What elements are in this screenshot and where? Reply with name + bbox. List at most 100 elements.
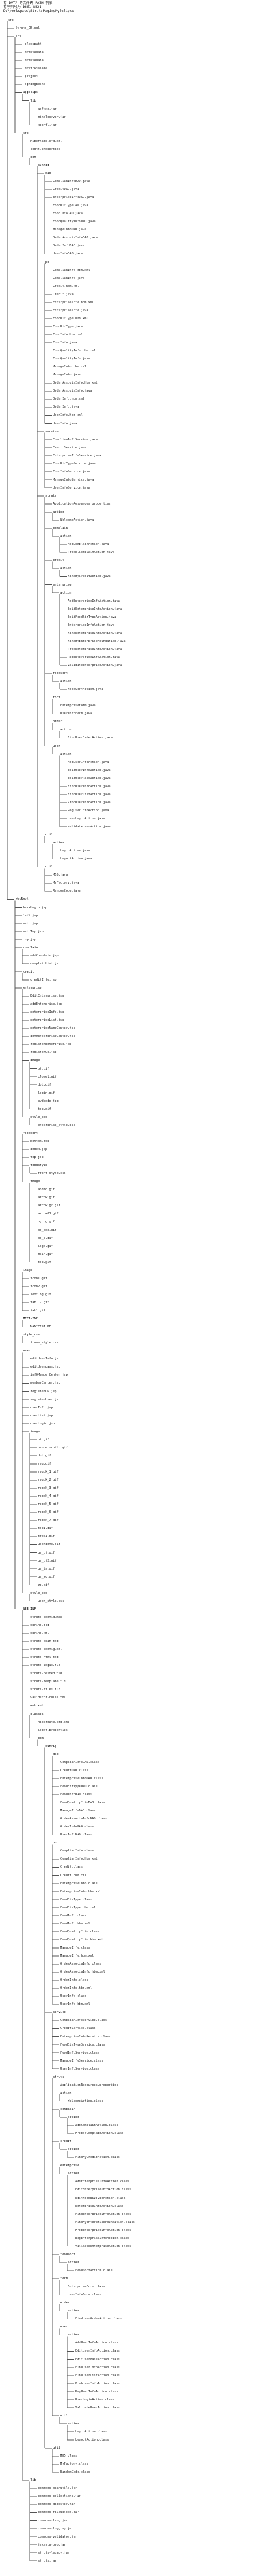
tree-file: AddUserInfoAction.class [75,2341,118,2345]
tree-folder: image [30,1059,40,1063]
tree-file: .springBeans [23,83,45,87]
tree-file: UserInfoForm.java [60,712,92,716]
tree-file: MD5.class [60,2454,78,2458]
tree-file: EnterpriseInfo.class [60,1881,98,1885]
tree-file: MD5.java [53,873,68,877]
tree-file: ComplianInfo.hbm.xml [53,268,90,272]
tree-file: ProbblComplainAction.class [75,2132,124,2136]
tree-file: bt.gif [38,1067,49,1071]
tree-file: enterpriseNameCenter.jsp [30,1026,75,1031]
tree-file: UserInfoService.java [53,486,90,490]
tree-file: us_zc.gif [38,1575,55,1579]
tree-connector-lines [7,21,74,2562]
tree-file: FindUserListAction.class [75,2373,120,2377]
tree-file: ManageInfo.hbm.xml [60,1954,94,1958]
tree-file: us_bj.gif [38,1551,55,1555]
tree-folder: foodsort [23,1131,38,1135]
tree-file: registerUser.jsp [30,1397,60,1401]
tree-file: ComplianInfoService.class [60,2019,107,2023]
tree-file: FoodQualityInfo.java [53,357,90,361]
tree-file: AddComplainAction.java [68,543,109,547]
tree-file: UserLoginAction.java [68,816,105,820]
tree-file: CreditService.class [60,2027,96,2031]
tree-file: spring.xml [30,1632,49,1636]
tree-file: FoodInfoDAO.class [60,1793,92,1797]
tree-file: struts-config.xml [30,1648,63,1652]
tree-file: UserInfoDAO.java [53,252,83,256]
tree-file: FindUserInfoAction.class [75,2365,120,2369]
tree-file: FoodBizType.hbm.xml [60,1905,96,1909]
tree-file: rag.gif [38,1462,51,1466]
tree-file: OrderInfo.class [60,1978,88,1982]
tree-file: OrderAssociaInfo.java [53,389,92,393]
tree-folder: util [45,833,53,837]
tree-file: EditEnterpriseInfoAction.java [68,607,122,611]
tree-folder: foodstyle [30,1164,48,1168]
tree-file: regbk_5.gif [38,1502,59,1506]
tree-folder: action [60,567,72,571]
tree-file: FoodInfoService.java [53,470,90,474]
tree-file: minglosrver.jar [38,115,66,119]
tree-file: EditUserInfoAction.java [68,768,111,772]
tree-folder: form [60,2277,68,2281]
tree-file: hibernate.cfg.xml [30,139,63,143]
tree-file: FindMyCreditAction.class [75,2156,120,2160]
tree-file: FoodInfoDAO.java [53,212,83,216]
tree-file: .mystrutsdata [23,67,48,71]
tree-file: userList.jsp [30,1413,53,1417]
tree-file: UserInfo.java [53,421,78,425]
tree-folder: action [60,752,72,756]
tree-file: .classpath [23,42,42,47]
tree-folder: po [53,1841,57,1845]
tree-folder: credit [23,970,34,974]
tree-folder: action [68,2309,79,2313]
tree-folder: lib [30,2478,36,2482]
tree-folder: util [53,2446,60,2450]
tree-file: top.gif [38,1260,51,1264]
tree-folder: src [16,34,21,38]
tree-file: commons-fileupload.jar [38,2511,79,2515]
tree-file: addto.gif [38,1188,55,1192]
tree-file: MANIFEST.MF [30,1325,51,1329]
tree-file: front_style.css [38,1172,66,1176]
tree-file: xcontl.jar [38,123,57,127]
tree-file: UserInfo.hbm.xml [53,413,83,417]
tree-file: icon2.gif [30,1284,48,1288]
tree-file: registerEnterprise.jsp [30,1043,72,1047]
tree-file: ManageInfoService.java [53,478,94,482]
tree-file: top.jsp [30,1156,44,1160]
tree-file: CreditDAO.java [53,188,79,192]
tree-file: dot.gif [38,1083,51,1087]
tree-file: RegEnterpriseInfoAction.class [75,2236,130,2240]
tree-file: RandomCode.class [60,2470,90,2474]
tree-file: ValidateEnterpriseAction.java [68,664,122,668]
tree-file: FoodBizTypeDAO.class [60,1784,98,1788]
tree-file: OrderAssociaInfoDAO.class [60,1817,107,1821]
tree-file: top1.gif [38,1527,53,1531]
tree-folder: image [30,1180,40,1184]
tree-file: regbk_7.gif [38,1519,59,1523]
tree-folder: com [38,1736,44,1740]
tree-file: index.jsp [30,1148,48,1152]
tree-file: FindUserOrderAction.java [68,736,113,740]
tree-file: main.gif [38,1252,53,1256]
tree-file: FoodQualityInfo.class [60,1930,100,1934]
tree-file: EnterpriseInfoAction.class [75,2204,124,2208]
tree-file: EnterpriseInfoDAO.class [60,1776,103,1780]
tree-file: WelcomeAction.java [60,518,94,522]
tree-folder: WebRoot [16,897,29,901]
tree-file: ManageInfoService.class [60,2059,103,2063]
tree-file: left_bg.gif [30,1292,51,1296]
tree-file: EditUserPassAction.java [68,776,111,780]
tree-file: struts.jar [38,2559,57,2563]
tree-file: close1.gif [38,1075,57,1079]
tree-file: LoginAction.java [60,849,90,853]
tree-file: EnterpriseInfo.java [53,308,88,312]
tree-file: FindMyCreditAction.java [68,575,111,579]
tree-file: tree1.gif [38,1535,55,1539]
tree-file: struts-legacy.jar [38,2551,70,2555]
tree-file: ComplianInfo.java [53,276,85,280]
tree-file: EnterpriseInfoService.class [60,2035,111,2039]
tree-folder: enterprise [53,583,72,587]
tree-file: user_style.css [38,1599,64,1603]
